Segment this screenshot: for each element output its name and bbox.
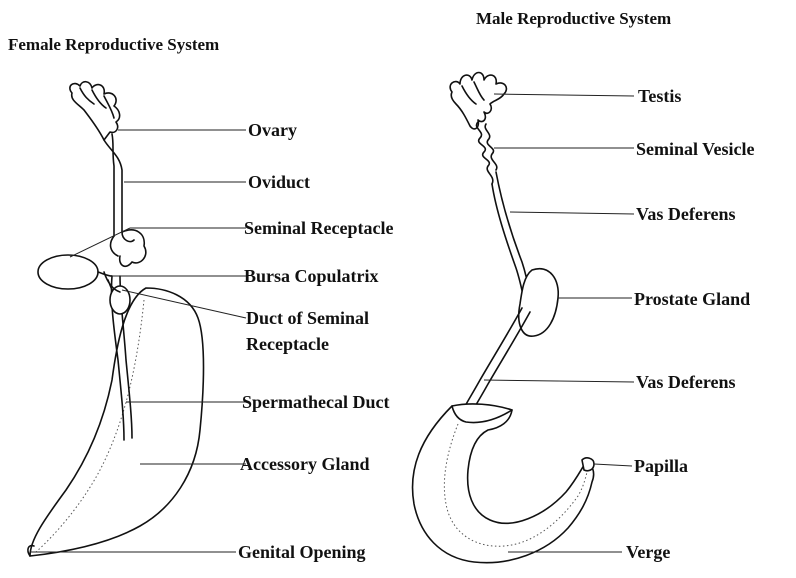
- bursa-copulatrix-shape: [38, 255, 98, 289]
- label-oviduct: Oviduct: [248, 172, 310, 192]
- label-genital-opening: Genital Opening: [238, 542, 366, 562]
- label-testis: Testis: [638, 86, 681, 106]
- oviduct-shape: [104, 134, 134, 242]
- verge-shape: [413, 404, 594, 563]
- label-duct-of-seminal-receptacle-1: Duct of Seminal: [246, 308, 369, 328]
- ovary-shape: [70, 82, 120, 140]
- male-leaders: [484, 94, 634, 552]
- label-seminal-vesicle: Seminal Vesicle: [636, 139, 755, 159]
- duct-of-seminal-receptacle-shape: [110, 286, 130, 314]
- papilla-shape: [582, 458, 594, 471]
- male-system-title: Male Reproductive System: [476, 9, 671, 28]
- label-seminal-receptacle: Seminal Receptacle: [244, 218, 393, 238]
- label-ovary: Ovary: [248, 120, 297, 140]
- female-system: Female Reproductive System: [8, 35, 393, 562]
- female-system-title: Female Reproductive System: [8, 35, 219, 54]
- male-system: Male Reproductive System Testis: [413, 9, 755, 563]
- label-spermathecal-duct: Spermathecal Duct: [242, 392, 389, 412]
- prostate-gland-shape: [519, 269, 558, 336]
- testis-shape: [450, 73, 506, 129]
- seminal-vesicle-shape: [476, 122, 496, 184]
- label-papilla: Papilla: [634, 456, 688, 476]
- label-verge: Verge: [626, 542, 670, 562]
- label-prostate-gland: Prostate Gland: [634, 289, 750, 309]
- label-vas-deferens-lower: Vas Deferens: [636, 372, 736, 392]
- label-bursa-copulatrix: Bursa Copulatrix: [244, 266, 379, 286]
- label-accessory-gland: Accessory Gland: [240, 454, 370, 474]
- label-vas-deferens-upper: Vas Deferens: [636, 204, 736, 224]
- label-duct-of-seminal-receptacle-2: Receptacle: [246, 334, 329, 354]
- accessory-gland-shape: [30, 288, 204, 556]
